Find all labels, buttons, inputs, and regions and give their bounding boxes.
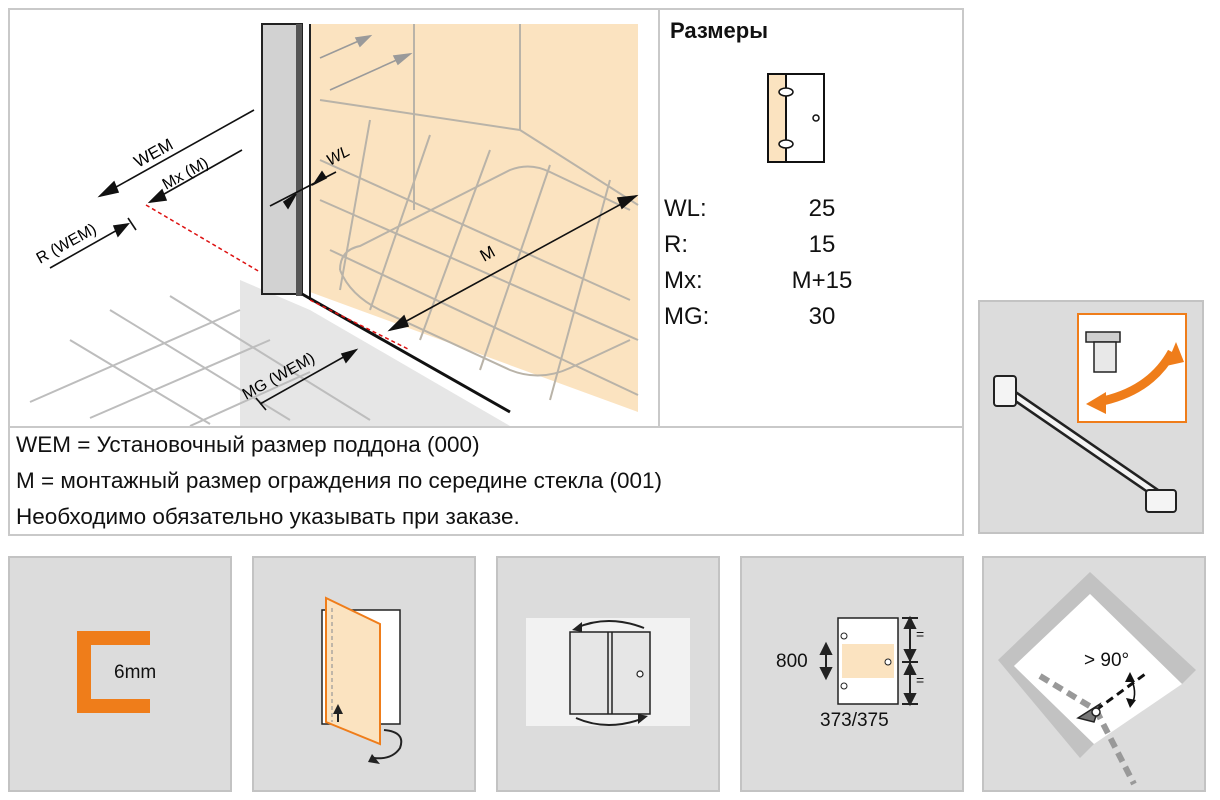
dim-row-mg: MG: 30 [664, 302, 864, 332]
height-value-label: 800 [776, 651, 808, 672]
tile-double-door [496, 556, 720, 792]
opening-angle-icon [998, 572, 1196, 786]
equal-mark-top: = [916, 626, 925, 642]
legend-panel: WEM = Установочный размер поддона (000) … [10, 426, 962, 536]
stabilizer-bar-icon [993, 313, 1187, 513]
dim-value: M+15 [791, 267, 853, 294]
installation-drawing: WEM Mx (M) R (WEM) WL M MG (WEM) [29, 23, 639, 426]
dim-key: MG: [664, 303, 710, 330]
hinge-icon [1125, 672, 1136, 708]
tile-reversible [252, 556, 476, 792]
dim-row-r: R: 15 [664, 230, 864, 260]
fold-door-icon [321, 596, 403, 764]
installation-diagram-panel: WEM Mx (M) R (WEM) WL M MG (WEM) Размеры… [8, 8, 964, 536]
fold-arrow-icon [333, 704, 403, 764]
glass-profile-icon [77, 631, 150, 713]
dim-value: 30 [808, 303, 836, 330]
legend-line-wem: WEM = Установочный размер поддона (000) [16, 432, 480, 457]
legend-line-m: M = монтажный размер ограждения по серед… [16, 468, 662, 493]
double-door-icon [526, 618, 690, 726]
label-mx: Mx (M) [160, 155, 212, 194]
dim-row-wl: WL: 25 [664, 194, 864, 224]
dim-key: WL: [664, 195, 707, 222]
tile-opening-angle: > 90° [982, 556, 1206, 792]
dim-row-mx: Mx: M+15 [664, 266, 864, 296]
angle-label: > 90° [1084, 650, 1130, 671]
tile-hinge-dimensions: 800 373/375 = = [740, 556, 964, 792]
dimensions-panel: Размеры WL: 25 R: 15 Mx: M+15 MG: 30 [658, 10, 964, 426]
label-r: R (WEM) [34, 221, 100, 268]
hinge-dimension-icon [819, 615, 918, 707]
rotation-arrow-icon [1086, 342, 1184, 414]
legend-line-note: Необходимо обязательно указывать при зак… [16, 504, 520, 529]
tile-glass-thickness: 6mm [8, 556, 232, 792]
dim-key: R: [664, 231, 688, 258]
dim-key: Mx: [664, 267, 703, 294]
equal-mark-bottom: = [916, 672, 925, 688]
glass-thickness-label: 6mm [114, 662, 157, 683]
reversible-door-icon [767, 73, 825, 163]
width-range-label: 373/375 [820, 710, 889, 731]
dim-value: 25 [808, 195, 836, 222]
swing-arrow-icon [572, 620, 648, 726]
dim-value: 15 [808, 231, 836, 258]
tile-stabilizer-bar [978, 300, 1204, 534]
dimensions-title: Размеры [670, 18, 769, 43]
